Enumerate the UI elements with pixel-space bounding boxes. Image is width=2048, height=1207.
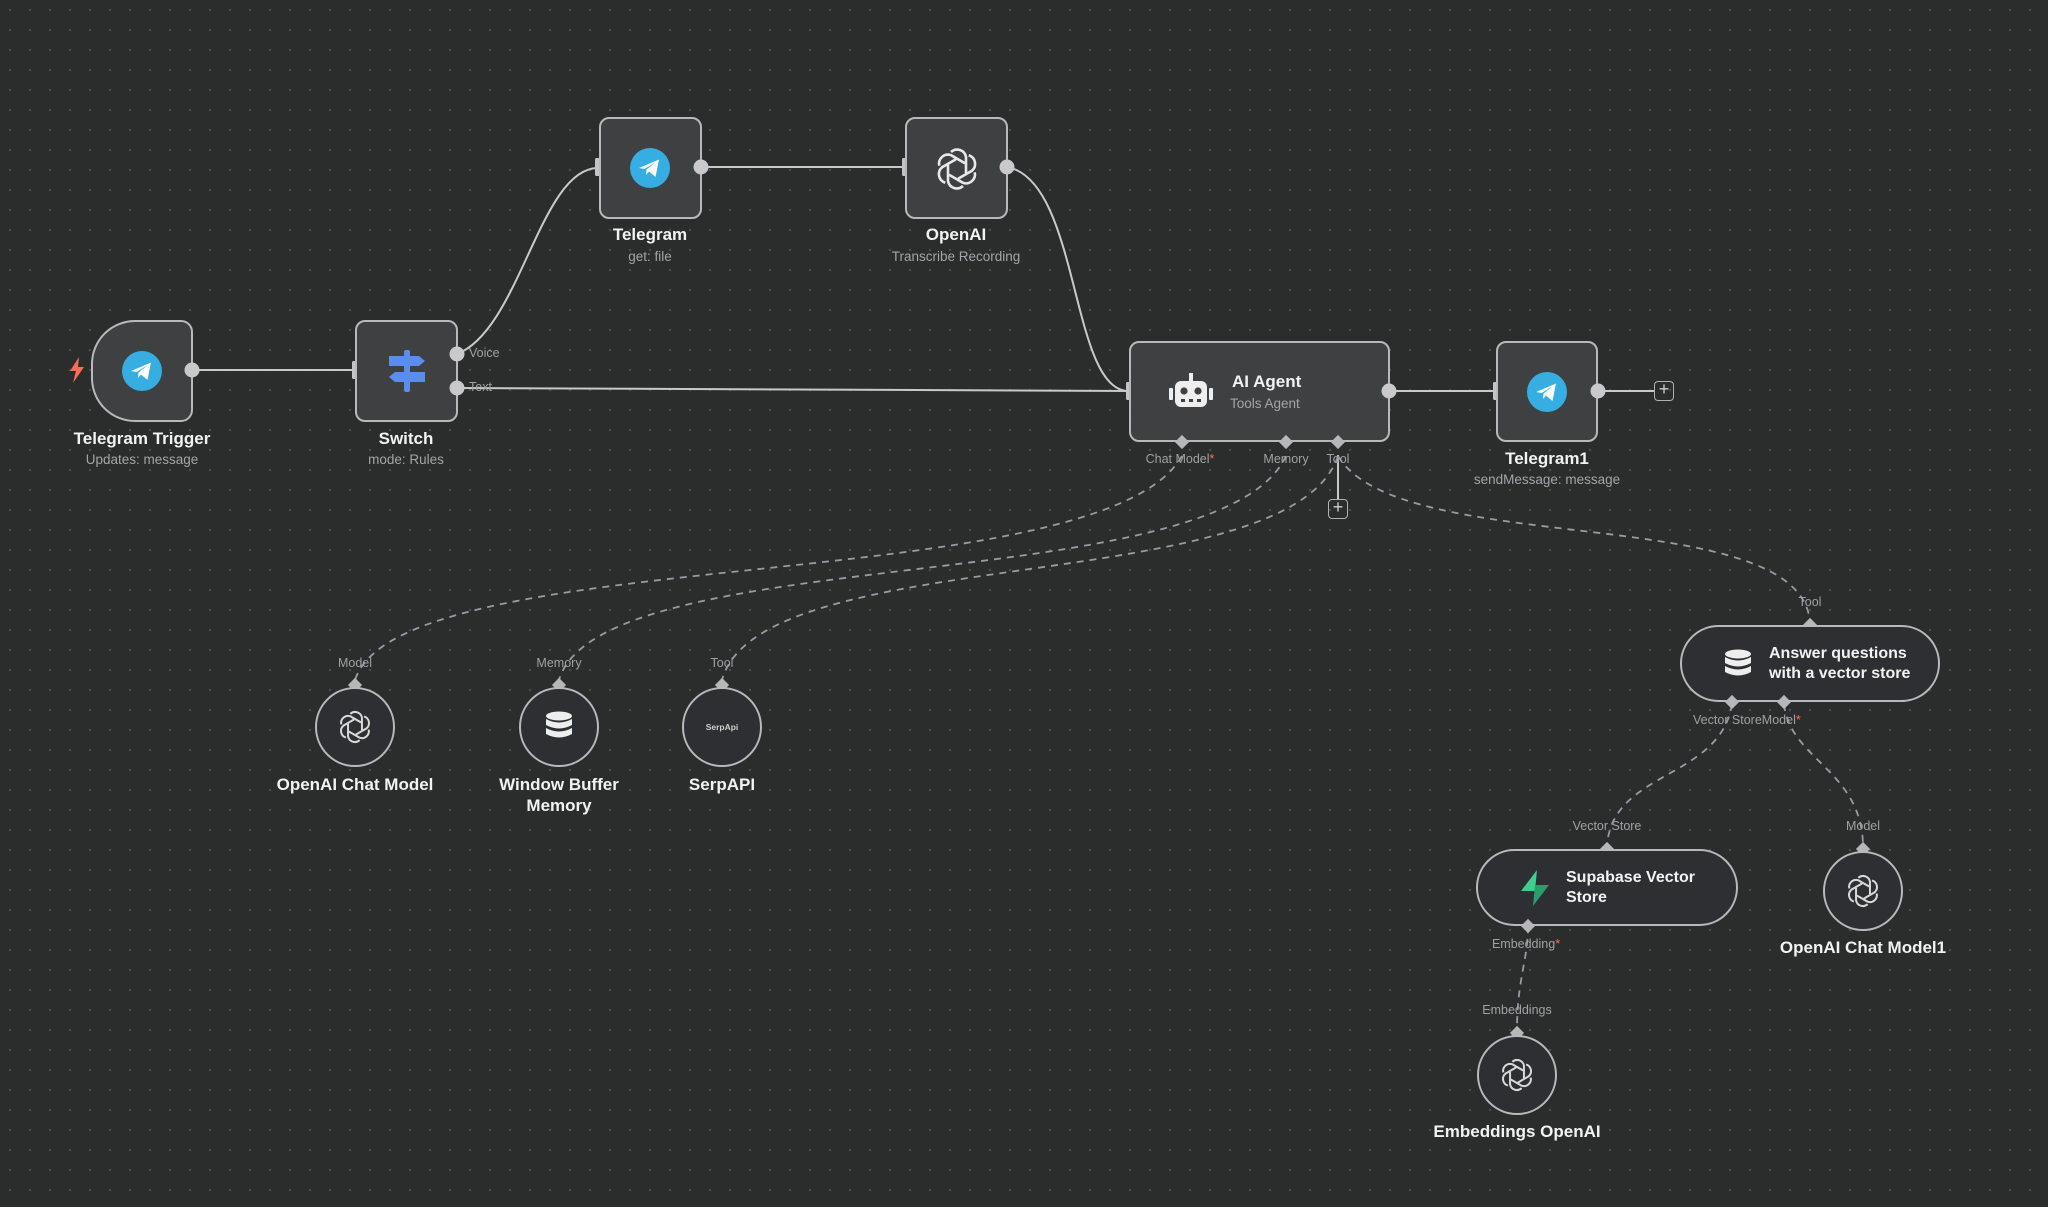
node-subtitle-telegram1: sendMessage: message [1473, 472, 1621, 487]
node-subtitle-telegram-trigger: Updates: message [85, 452, 199, 467]
output-label-text: Text [469, 380, 492, 394]
node-title-serpapi: SerpAPI [688, 775, 756, 794]
edge-tool-vectorqa [1337, 455, 1811, 623]
port-embedding[interactable] [1519, 917, 1537, 935]
node-title-switch: Switch [378, 429, 434, 448]
port-label-memory: Memory [1263, 452, 1309, 466]
node-title-telegram1: Telegram1 [1505, 449, 1589, 468]
add-node-button[interactable]: + [1654, 380, 1674, 401]
edge-openai-agent [1006, 166, 1129, 392]
telegram-icon [629, 147, 671, 189]
output-handle-text[interactable] [448, 379, 466, 397]
port-label-embedding: Embedding* [1491, 937, 1561, 951]
output-handle-trigger[interactable] [183, 361, 201, 379]
output-handle-voice[interactable] [448, 345, 466, 363]
output-handle-openai[interactable] [998, 158, 1016, 176]
node-ai-agent[interactable]: AI Agent Tools Agent [1129, 341, 1390, 442]
edge-model-openai1 [1783, 703, 1864, 847]
node-openai-chat-model[interactable] [315, 687, 395, 767]
node-telegram[interactable] [599, 117, 702, 219]
port-label-model: Model [337, 656, 373, 670]
node-telegram1[interactable] [1496, 341, 1598, 442]
node-telegram-trigger[interactable] [91, 320, 193, 422]
openai-icon [335, 707, 375, 747]
port-label-tool-serpapi: Tool [710, 656, 734, 670]
node-title-ai-agent: AI Agent [1232, 372, 1302, 391]
edge-tool-serpapi [721, 455, 1339, 681]
edge-memory [558, 455, 1287, 681]
node-embeddings-openai[interactable] [1477, 1035, 1557, 1115]
database-icon [1722, 647, 1754, 683]
node-title-embeddings-openai: Embeddings OpenAI [1433, 1122, 1601, 1141]
output-label-voice: Voice [469, 346, 500, 360]
node-switch[interactable] [355, 320, 458, 422]
port-label-memory-sub: Memory [536, 656, 582, 670]
port-vector-store[interactable] [1723, 693, 1741, 711]
edge-vector-supabase [1606, 703, 1733, 847]
lightning-icon [66, 356, 88, 384]
node-window-buffer-memory[interactable] [519, 687, 599, 767]
add-tool-button[interactable]: + [1328, 498, 1348, 519]
output-handle-ai-agent[interactable] [1380, 382, 1398, 400]
port-label-vector-store-in: Vector Store [1572, 819, 1642, 833]
serpapi-logo: SerpApi [705, 722, 739, 732]
port-label-tool-vectorqa: Tool [1798, 595, 1822, 609]
signpost-icon [385, 348, 429, 394]
node-title-telegram-trigger: Telegram Trigger [73, 429, 211, 448]
port-label-model-openai1: Model [1845, 819, 1881, 833]
port-label-embeddings: Embeddings [1482, 1003, 1552, 1017]
node-title-openai: OpenAI [925, 225, 987, 244]
port-tool[interactable] [1329, 433, 1347, 451]
port-label-tool: Tool [1326, 452, 1350, 466]
node-title-openai-chat-model1: OpenAI Chat Model1 [1779, 938, 1947, 957]
robot-icon [1169, 371, 1213, 413]
port-memory[interactable] [1277, 433, 1295, 451]
port-label-chat-model: Chat Model* [1145, 452, 1215, 466]
edge-switch-text-agent [456, 387, 1129, 392]
openai-icon [934, 146, 980, 192]
node-subtitle-openai: Transcribe Recording [891, 249, 1021, 264]
openai-icon [1843, 871, 1883, 911]
node-subtitle-telegram: get: file [628, 249, 672, 264]
node-openai-chat-model1[interactable] [1823, 851, 1903, 931]
output-handle-telegram1[interactable] [1589, 382, 1607, 400]
edge-switch-voice-telegram [456, 167, 599, 355]
telegram-icon [1526, 371, 1568, 413]
node-serpapi[interactable]: SerpApi [682, 687, 762, 767]
openai-icon [1497, 1055, 1537, 1095]
edge-chatmodel [354, 455, 1183, 681]
telegram-icon [121, 350, 163, 392]
node-subtitle-switch: mode: Rules [368, 452, 444, 467]
node-title-openai-chat-model: OpenAI Chat Model [276, 775, 434, 794]
node-openai[interactable] [905, 117, 1008, 219]
database-icon [543, 709, 575, 745]
node-subtitle-ai-agent: Tools Agent [1230, 396, 1300, 411]
port-model-vectorqa[interactable] [1775, 693, 1793, 711]
port-label-vector-store-model: Vector StoreModel* [1693, 713, 1801, 727]
port-chat-model[interactable] [1173, 433, 1191, 451]
output-handle-telegram[interactable] [692, 158, 710, 176]
node-title-telegram: Telegram [612, 225, 688, 244]
supabase-bolt-icon [1518, 869, 1552, 907]
